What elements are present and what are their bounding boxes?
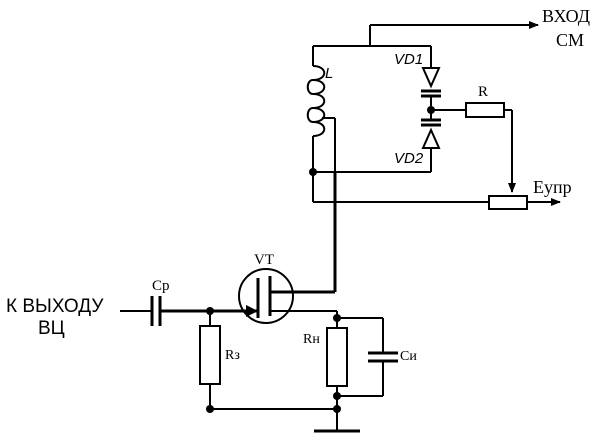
coupling-capacitor-cp bbox=[150, 296, 162, 326]
label-rn: Rн bbox=[303, 332, 320, 347]
potentiometer bbox=[313, 195, 561, 210]
label-vt: VT bbox=[254, 252, 274, 268]
input-label-line2: ВЦ bbox=[38, 318, 65, 339]
varicap-vd1 bbox=[421, 46, 441, 106]
output-label-line1: ВХОД bbox=[542, 6, 590, 26]
output-label-line2: СМ bbox=[556, 30, 584, 50]
inductor-l bbox=[306, 45, 431, 202]
ground-rail bbox=[210, 408, 360, 433]
input-label-line1: К ВЫХОДУ bbox=[6, 296, 104, 317]
label-r: R bbox=[478, 84, 488, 100]
capacitor-ci bbox=[337, 317, 398, 397]
resistor-rz bbox=[199, 311, 221, 409]
label-cp: Cр bbox=[152, 278, 170, 294]
label-eupr: Eупр bbox=[533, 177, 572, 197]
label-vd1: VD1 bbox=[394, 51, 423, 68]
label-ci: Cи bbox=[400, 349, 417, 364]
transistor-vt bbox=[238, 268, 337, 324]
junction-ci-bottom bbox=[333, 392, 341, 400]
varicap-vd2 bbox=[421, 110, 441, 172]
resistor-r bbox=[431, 102, 516, 193]
label-rz: Rз bbox=[225, 348, 240, 363]
label-vd2: VD2 bbox=[394, 150, 424, 167]
label-inductor: L bbox=[325, 65, 333, 82]
output-wire bbox=[369, 21, 539, 46]
